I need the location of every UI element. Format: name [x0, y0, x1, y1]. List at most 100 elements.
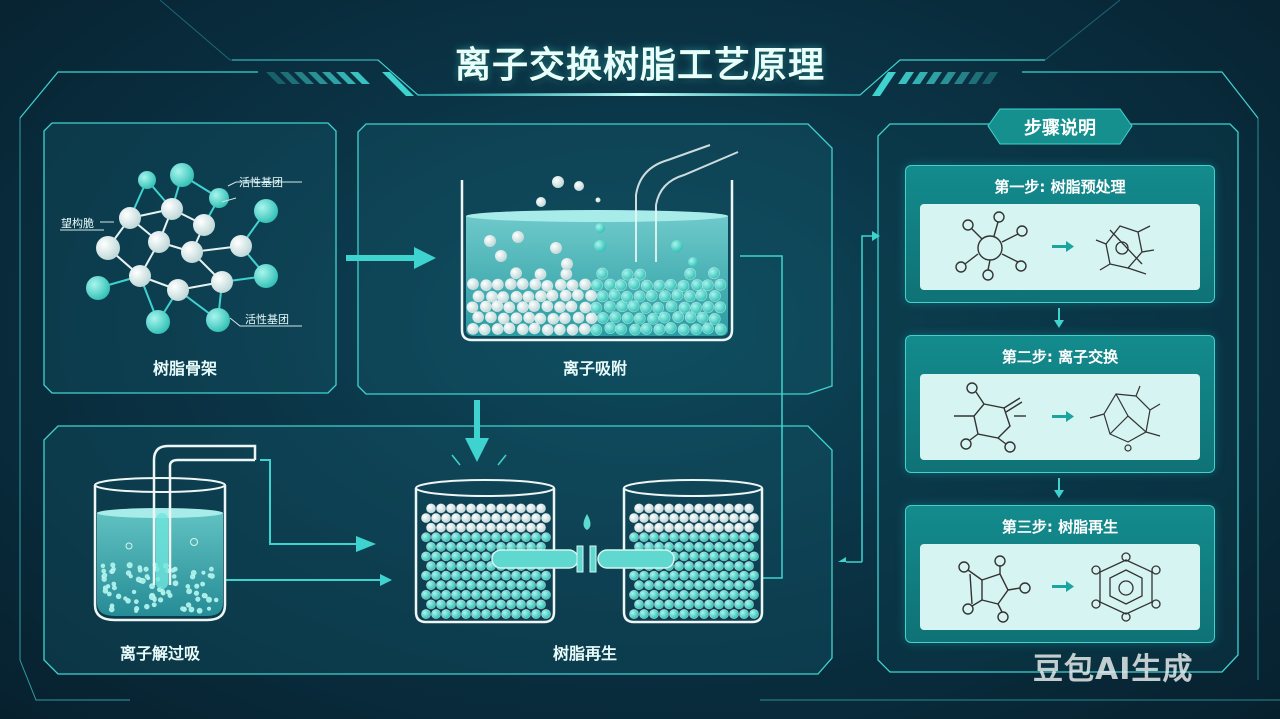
- resin-bead-teal: [476, 599, 486, 610]
- title-underline-glow: [420, 93, 860, 96]
- resin-bead-white: [534, 312, 547, 325]
- ion-particle: [209, 573, 215, 579]
- resin-bead-teal: [689, 609, 699, 619]
- resin-bead-teal: [621, 290, 633, 303]
- resin-bead-teal: [641, 279, 653, 292]
- resin-bead-teal: [521, 570, 531, 581]
- resin-bead-white: [724, 522, 734, 533]
- resin-bead-white: [516, 301, 529, 314]
- resin-bead-teal: [645, 289, 658, 302]
- resin-bead-teal: [596, 267, 609, 280]
- resin-bead-white: [426, 522, 436, 533]
- resin-bead-white: [744, 503, 754, 514]
- ion-particle: [111, 585, 117, 591]
- resin-bead-white: [436, 503, 446, 514]
- resin-bead-teal: [679, 609, 689, 619]
- resin-bead-teal: [672, 311, 685, 323]
- resin-bead-teal: [604, 322, 617, 334]
- resin-bead-white: [456, 503, 466, 514]
- resin-bead-teal: [734, 561, 744, 571]
- arrow-desorption-upper: [260, 459, 360, 545]
- resin-bead-teal: [702, 301, 715, 313]
- resin-bead-white: [554, 278, 567, 291]
- resin-bead-white: [467, 278, 479, 290]
- resin-bead-white: [426, 503, 436, 514]
- resin-bead-teal: [629, 532, 639, 543]
- resin-bead-white: [724, 503, 734, 514]
- resin-bead-teal: [629, 589, 639, 600]
- resin-bead-teal: [516, 580, 526, 591]
- resin-bead-teal: [615, 279, 627, 292]
- ion-particle: [194, 583, 200, 589]
- ion-particle: [185, 584, 191, 589]
- resin-bead-teal: [476, 580, 486, 591]
- resin-bead-white: [510, 312, 523, 325]
- resin-bead-white: [559, 289, 572, 302]
- resin-bead-teal: [634, 580, 644, 591]
- ion-particle: [135, 576, 142, 583]
- resin-bead-white: [491, 278, 504, 291]
- resin-bead-teal: [531, 609, 541, 619]
- ion-particle: [123, 596, 128, 601]
- resin-bead-white: [516, 522, 526, 533]
- resin-bead-white: [734, 522, 744, 533]
- resin-bead-white: [674, 503, 684, 514]
- resin-bead-white: [486, 503, 496, 514]
- resin-bead-teal: [426, 580, 436, 591]
- resin-bead-teal: [649, 589, 659, 600]
- ion-particle: [172, 580, 179, 587]
- resin-bead-teal: [481, 589, 491, 600]
- resin-bead-white: [479, 300, 492, 313]
- ion-particle: [143, 566, 149, 572]
- connector-adsorption: [740, 255, 783, 579]
- resin-bead-teal: [426, 561, 436, 571]
- resin-bead-white: [476, 503, 486, 514]
- ion-particle: [125, 570, 132, 576]
- resin-bead-white: [729, 513, 739, 523]
- label-resin-regeneration: 树脂再生: [552, 644, 617, 663]
- resin-bead-teal: [629, 570, 639, 581]
- resin-bead-white: [571, 289, 584, 302]
- steps-header-badge: [987, 108, 1133, 145]
- resin-bead-teal: [511, 609, 521, 619]
- resin-bead-teal: [501, 570, 511, 581]
- resin-bead-white: [547, 312, 560, 325]
- resin-bead-teal: [461, 551, 471, 562]
- resin-bead-white: [639, 513, 649, 523]
- resin-bead-white: [684, 522, 694, 533]
- resin-bead-teal: [471, 589, 481, 600]
- label-ion-adsorption: 离子吸附: [562, 359, 627, 378]
- step-1-illustration: [920, 204, 1200, 290]
- resin-bead-white: [704, 522, 714, 533]
- resin-bead-teal: [701, 279, 714, 292]
- resin-bead-teal: [521, 532, 531, 543]
- resin-bead-teal: [669, 532, 679, 543]
- resin-bead-teal: [471, 551, 481, 562]
- resin-bead-white: [491, 300, 504, 312]
- resin-bead-teal: [699, 532, 709, 543]
- resin-bead-white: [486, 290, 498, 303]
- resin-bead-white: [585, 289, 597, 302]
- resin-bead-white: [579, 278, 592, 291]
- resin-bead-teal: [709, 532, 719, 543]
- resin-bead-white: [719, 513, 729, 523]
- resin-bead-teal: [691, 279, 704, 291]
- resin-bead-teal: [644, 580, 654, 591]
- resin-bead-teal: [677, 323, 690, 336]
- resin-bead-teal: [744, 580, 754, 591]
- resin-bead-teal: [709, 570, 719, 581]
- resin-bead-teal: [436, 580, 446, 591]
- resin-bead-teal: [456, 599, 466, 610]
- resin-bead-teal: [451, 532, 461, 543]
- ion-particle: [201, 570, 206, 575]
- hatch-right: [872, 72, 998, 96]
- resin-bead-teal: [481, 609, 491, 619]
- resin-bead-teal: [708, 313, 721, 325]
- resin-bead-teal: [491, 570, 501, 581]
- resin-bead-teal: [744, 599, 754, 610]
- resin-bead-teal: [654, 599, 664, 610]
- step-card-1: 第一步: 树脂预处理: [905, 165, 1215, 303]
- resin-bead-teal: [639, 609, 649, 619]
- resin-bead-white: [528, 322, 541, 335]
- resin-bead-white: [526, 503, 536, 514]
